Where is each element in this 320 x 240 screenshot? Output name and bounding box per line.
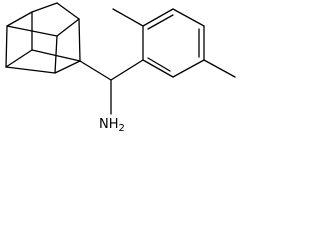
bond [56,18,80,37]
bond [6,25,58,37]
amine-label-text: NH [99,117,119,132]
adamantane-cage [5,2,81,74]
bond [54,35,58,74]
bond [142,59,174,78]
methyl-bond [203,59,236,78]
bond [5,66,56,74]
double-bond-inner [147,14,174,30]
dimethylphenyl-ring [142,8,205,78]
bond [56,2,80,20]
bond [110,59,144,81]
double-bond-inner [147,57,171,72]
bond [5,25,8,68]
amine-label: NH2 [99,117,125,134]
methyl-bond [112,8,144,27]
bond [78,18,81,62]
bond [6,11,33,27]
bond [79,60,112,81]
molecule-structure: NH2 [5,2,236,134]
bond [172,8,205,27]
bond [5,49,33,68]
bond [54,60,81,74]
bond [172,59,205,78]
bond [142,8,174,27]
amine-subscript: 2 [119,123,125,134]
bond [31,2,58,13]
